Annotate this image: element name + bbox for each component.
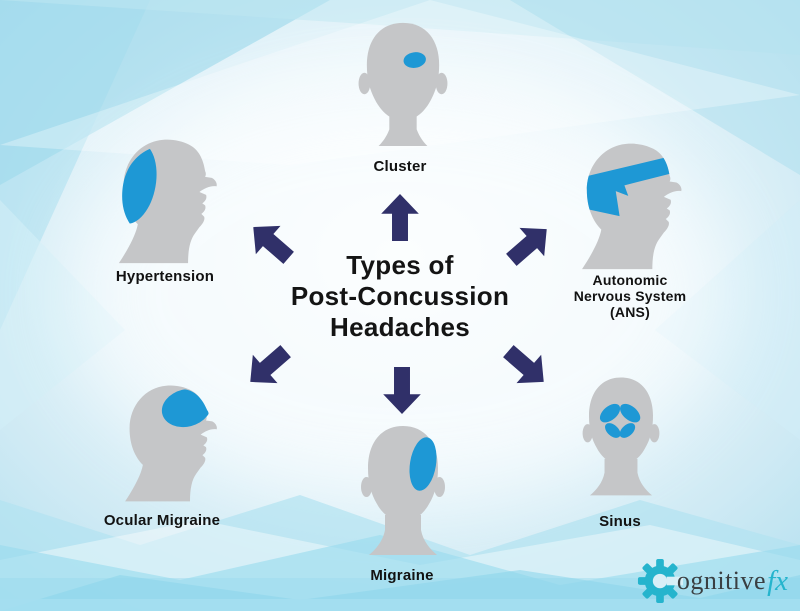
ocular-migraine-label: Ocular Migraine <box>103 512 221 529</box>
cluster-label: Cluster <box>373 158 427 175</box>
sinus-label: Sinus <box>599 513 641 530</box>
sinus-head-illustration <box>582 377 660 496</box>
sinus-butterfly-icon <box>599 403 641 438</box>
ans-head-illustration <box>582 143 682 270</box>
arrow-down-right-icon <box>496 337 556 397</box>
ans-label-line-3: (ANS) <box>610 304 650 320</box>
hypertension-head-illustration <box>107 139 217 264</box>
hypertension-label: Hypertension <box>115 268 215 285</box>
ans-label-line-2: Nervous System <box>573 288 687 304</box>
title-line-1: Types of <box>346 250 454 280</box>
arrow-down-icon <box>383 367 421 414</box>
logo-text: ognitive <box>676 566 767 595</box>
migraine-label: Migraine <box>370 567 434 584</box>
ans-label: Autonomic Nervous System (ANS) <box>574 272 687 320</box>
arrow-down-left-icon <box>238 337 298 397</box>
arrow-up-icon <box>381 194 419 241</box>
migraine-head-illustration <box>361 426 445 555</box>
gear-c-icon <box>637 558 683 604</box>
ocular-migraine-head-illustration <box>125 385 217 502</box>
ans-label-line-1: Autonomic <box>592 272 668 288</box>
arrow-up-right-icon <box>499 215 559 275</box>
cluster-head-illustration <box>358 22 448 147</box>
logo-fx-text: fx <box>767 564 788 597</box>
title-line-3: Headaches <box>330 312 470 342</box>
arrow-up-left-icon <box>241 213 301 273</box>
title-line-2: Post-Concussion <box>290 281 510 311</box>
page-title: Types of Post-Concussion Headaches <box>230 250 570 343</box>
